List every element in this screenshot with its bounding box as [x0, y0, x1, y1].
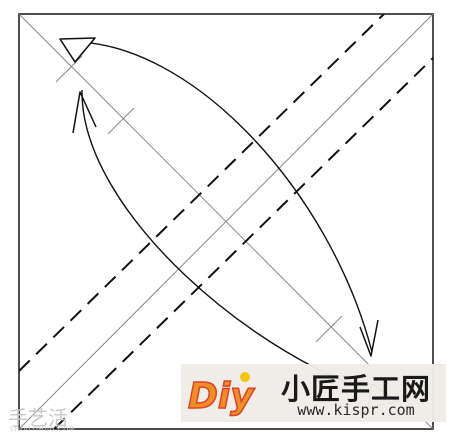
paper-square-outline	[18, 13, 434, 430]
fold-arrow-curve-outer	[69, 41, 373, 353]
crease-tick-mark	[55, 55, 83, 83]
diy-logo: Diy	[187, 372, 256, 418]
diy-logo-text: Diy	[188, 376, 255, 417]
arrowhead-left-icon	[72, 91, 97, 134]
fold-arrow-curve-inner	[81, 89, 391, 399]
arrowhead-upper-left-icon	[59, 37, 96, 63]
site-watermark: 手艺活	[8, 406, 68, 430]
logo-dot-icon	[240, 372, 250, 382]
arrowhead-lower-right-icon	[359, 319, 379, 357]
valley-fold-line-upper	[19, 14, 385, 372]
site-watermark-subtext: SHOUYIHUO.COM	[10, 426, 76, 433]
brand-url: www.kispr.com	[297, 401, 415, 419]
crease-tick-mark	[315, 315, 343, 343]
crease-tick-mark	[107, 107, 135, 135]
diagonal-crease-anti	[19, 14, 433, 429]
brand-banner: Diy 小匠手工网 www.kispr.com	[181, 364, 446, 422]
valley-fold-line-lower	[53, 57, 433, 429]
brand-name: 小匠手工网	[280, 372, 431, 406]
